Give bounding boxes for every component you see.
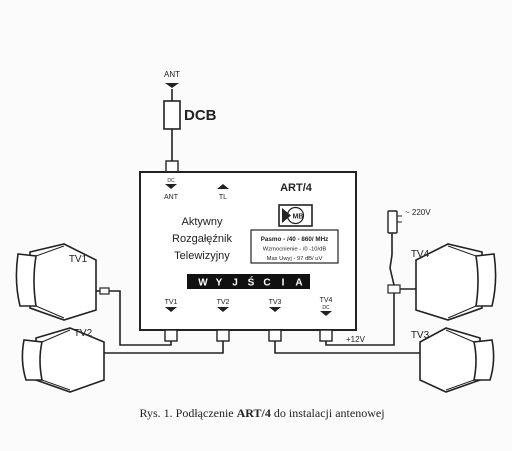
antenna-label: ANT: [164, 70, 180, 79]
cable-tv3: [274, 341, 420, 354]
cable-tv1: [108, 290, 172, 346]
tv3-set: [419, 327, 495, 393]
output-tv4-connector: [319, 329, 333, 342]
dc-injector: [387, 284, 401, 294]
tv4-set: [415, 243, 497, 321]
mains-label: ~ 220V: [405, 208, 431, 217]
ant-port-label: ANT: [164, 194, 179, 201]
dc-power-label: +12V: [346, 335, 366, 344]
spec-gain: Wzmocnienie - /0 -10/dB: [263, 247, 327, 253]
dcb-label: DCB: [184, 107, 217, 124]
tv4-label: TV4: [411, 249, 430, 260]
specs-box: [250, 229, 339, 264]
output-tv3-label: TV3: [269, 299, 282, 306]
output-tv4-sub: DC: [322, 305, 330, 311]
tv1-plug: [99, 287, 110, 295]
tv2-set: [21, 327, 105, 393]
svg-text:Ś: Ś: [248, 276, 255, 289]
svg-text:Y: Y: [216, 278, 223, 289]
ant-connector: [165, 160, 179, 173]
output-tv1-connector: [164, 329, 178, 342]
spec-bandwidth: Pasmo - /40 - 860/ MHz: [261, 236, 329, 243]
device-model: ART/4: [280, 182, 313, 194]
power-supply-icon: [387, 210, 402, 234]
output-tv1-label: TV1: [165, 299, 178, 306]
outputs-banner-letters: W Y J Ś C I A: [198, 276, 302, 289]
output-tv2-connector: [216, 329, 230, 342]
device-description-line-3: Telewizyjny: [174, 250, 230, 262]
svg-text:W: W: [198, 278, 208, 289]
svg-text:C: C: [263, 278, 270, 289]
antenna-input-arrow: [165, 83, 179, 88]
svg-text:I: I: [282, 278, 285, 289]
tv2-label: TV2: [74, 328, 93, 339]
svg-text:MB: MB: [293, 214, 304, 221]
tl-port-label: TL: [219, 194, 227, 201]
tv1-label: TV1: [69, 254, 88, 265]
tv1-set: [15, 243, 97, 321]
device-description-line-1: Aktywny: [182, 216, 223, 228]
output-tv3-connector: [268, 329, 282, 342]
ant-port-arrow: [165, 184, 177, 189]
svg-text:J: J: [232, 278, 238, 289]
ant-port-sub: DC: [167, 178, 175, 184]
output-tv4-label: TV4: [320, 297, 333, 304]
mb-logo: MB: [278, 204, 313, 227]
device-description-line-2: Rozgałęźnik: [172, 233, 232, 245]
power-supply-cable: [389, 233, 395, 286]
output-tv2-label: TV2: [217, 299, 230, 306]
outputs-banner: [187, 274, 310, 289]
dcb-filter: [163, 100, 181, 130]
figure-caption: Rys. 1. Podłączenie ART/4 do instalacji …: [139, 406, 384, 420]
tl-port-arrow: [217, 184, 229, 189]
spec-max-output: Max Uwyj - 97 dB/ uV: [267, 256, 323, 262]
output-tv4-arrow: [320, 311, 332, 316]
output-tv3-arrow: [269, 307, 281, 312]
output-tv1-arrow: [165, 307, 177, 312]
cable-tv4-dc: [325, 293, 395, 346]
tv3-label: TV3: [411, 330, 430, 341]
output-tv2-arrow: [217, 307, 229, 312]
svg-text:A: A: [295, 278, 302, 289]
cable-tv2: [90, 341, 224, 354]
